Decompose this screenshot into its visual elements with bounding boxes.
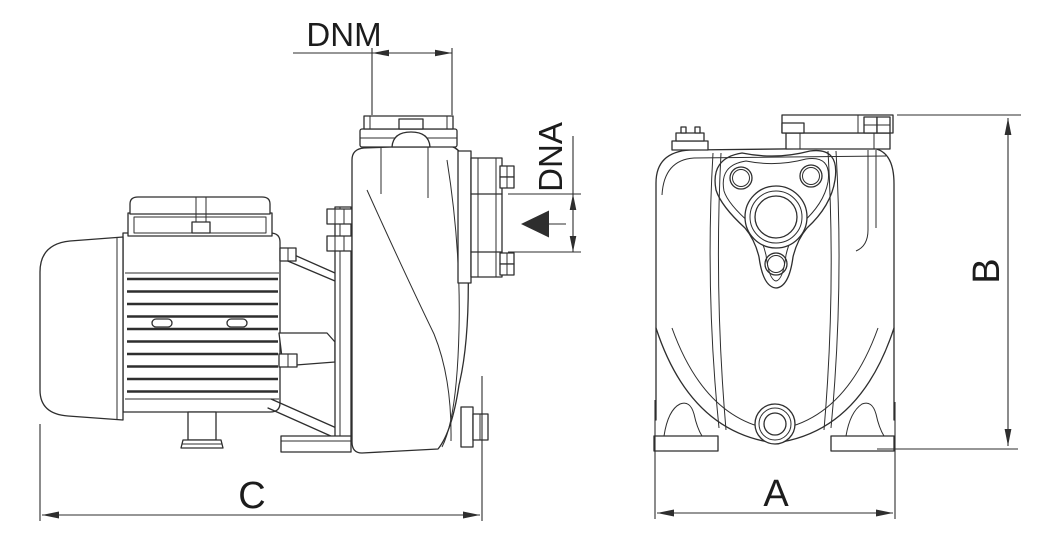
motor-body xyxy=(122,232,281,413)
dim-label-a: A xyxy=(763,473,789,515)
side-view xyxy=(39,115,515,454)
discharge-flange-front xyxy=(781,114,894,150)
discharge-flange xyxy=(359,115,458,148)
dim-dnm: DNM xyxy=(293,16,453,115)
drain-plug xyxy=(754,403,796,445)
pump-foot-right xyxy=(830,402,895,452)
bolt xyxy=(326,235,353,252)
vent-plug xyxy=(671,126,709,151)
arrowhead xyxy=(569,194,577,210)
flow-direction-arrow-icon xyxy=(521,210,566,238)
flange-bolt-hole xyxy=(764,252,788,276)
flange-bolt-hole xyxy=(799,164,823,188)
fin-slot xyxy=(226,318,248,328)
pump-casing-front xyxy=(655,147,895,444)
drain-fitting xyxy=(460,406,489,448)
fin-slot xyxy=(151,318,173,328)
dimensions: DNM DNA C A xyxy=(39,16,1021,521)
support-bracket xyxy=(267,206,353,439)
pump-base-foot xyxy=(280,435,352,453)
mounting-flange xyxy=(714,149,837,289)
arrowhead xyxy=(435,49,452,57)
terminal-box xyxy=(127,196,273,237)
dim-b: B xyxy=(877,114,1021,450)
dim-dna: DNA xyxy=(508,122,581,253)
suction-bore xyxy=(744,185,808,249)
dim-c: C xyxy=(39,376,483,521)
dim-label-dna: DNA xyxy=(532,122,569,192)
dim-label-c: C xyxy=(238,475,265,517)
arrowhead xyxy=(657,509,674,517)
arrowhead xyxy=(1004,429,1012,446)
fan-cover xyxy=(39,236,124,421)
arrowhead xyxy=(1004,118,1012,135)
front-view xyxy=(653,114,895,452)
arrowhead xyxy=(42,511,59,519)
arrowhead xyxy=(372,49,389,57)
arrowhead xyxy=(463,511,480,519)
flange-bolt-hole xyxy=(729,166,753,190)
arrowhead xyxy=(569,236,577,252)
pump-foot-left xyxy=(653,402,719,452)
bolt xyxy=(326,208,353,225)
suction-flange xyxy=(457,150,515,284)
motor-foot xyxy=(180,411,224,449)
cooling-fins xyxy=(127,277,278,393)
dim-label-b: B xyxy=(966,258,1008,283)
pump-casing-side xyxy=(351,144,469,454)
dim-label-dnm: DNM xyxy=(306,16,381,53)
dim-a: A xyxy=(654,400,896,519)
arrowhead xyxy=(876,509,893,517)
